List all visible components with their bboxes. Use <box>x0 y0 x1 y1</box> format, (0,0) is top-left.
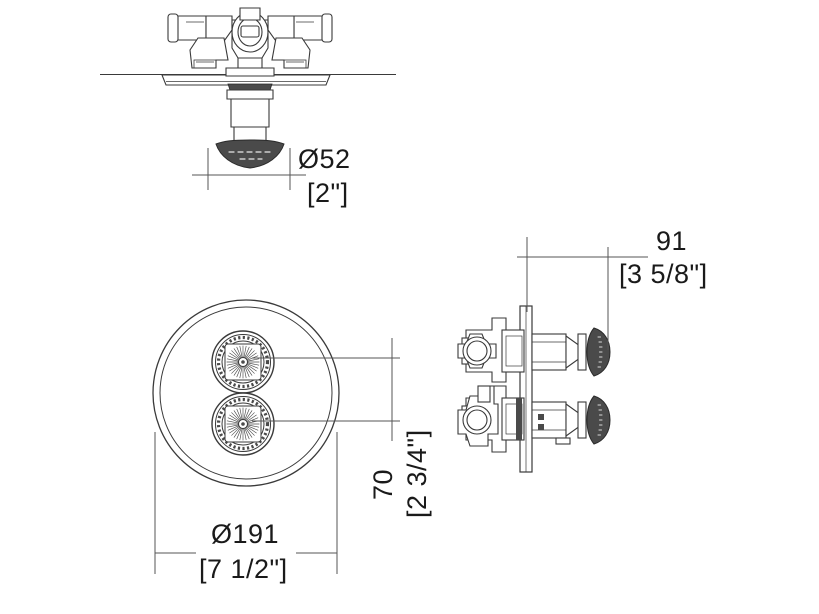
top-gasket <box>227 83 273 91</box>
side-valve-upper <box>457 317 587 383</box>
top-stem <box>226 89 274 143</box>
front-knob-lower <box>211 392 275 456</box>
dimension-label-91-metric: 91 <box>656 226 688 256</box>
dimension-label-70-metric: 70 <box>368 468 398 500</box>
knob-leader-lines <box>252 357 400 422</box>
side-handle-upper-cap <box>586 327 611 377</box>
dimension-label-191-imperial: [7 1/2"] <box>199 554 288 584</box>
top-view-geometry <box>100 7 396 190</box>
dimension-diameter-52 <box>192 148 306 190</box>
top-fluted-handle <box>215 139 285 169</box>
dimension-label-d52-imperial: [2"] <box>307 178 349 208</box>
side-handle-lower-cap <box>586 395 611 445</box>
dimension-label-191-metric: Ø191 <box>211 519 280 549</box>
top-escutcheon-plate <box>161 74 331 86</box>
top-body-details <box>186 21 314 69</box>
top-valve-body <box>167 7 333 77</box>
dimension-label-70-imperial: [2 3/4"] <box>402 429 432 518</box>
side-valve-lower <box>457 385 587 453</box>
dimension-label-91-imperial: [3 5/8"] <box>619 259 708 289</box>
dimension-depth-91 <box>517 237 648 350</box>
dimension-label-d52-metric: Ø52 <box>298 144 351 174</box>
front-view-geometry <box>152 299 400 574</box>
dimension-diameter-191 <box>154 432 338 574</box>
front-plate-inner <box>159 306 333 480</box>
side-gasket-lower <box>516 398 522 440</box>
front-knob-upper <box>211 330 275 394</box>
side-view-geometry <box>457 237 648 473</box>
